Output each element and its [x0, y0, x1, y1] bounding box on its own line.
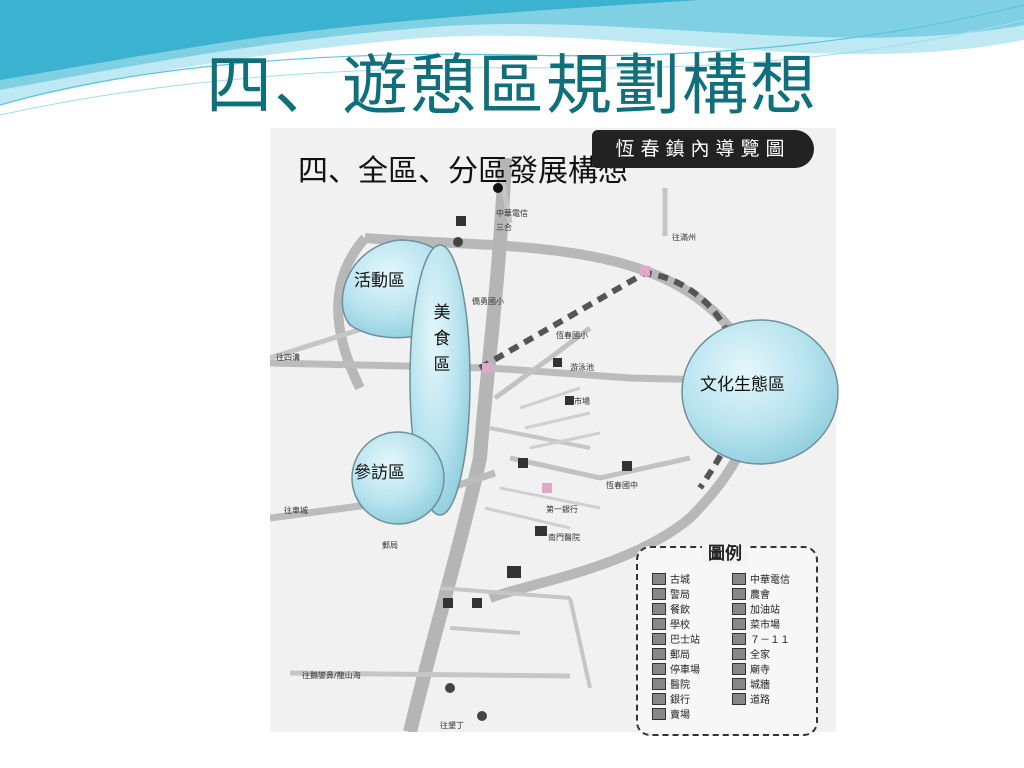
map-label-ping: 往四溝 [276, 353, 300, 362]
zone-activity-label: 活動區 [354, 271, 405, 291]
zone-food-label: 美 食 區 [428, 300, 456, 378]
map-legend [636, 546, 818, 736]
zone-food-char-2: 食 [433, 329, 451, 349]
legend-item: 警局 [652, 586, 690, 601]
legend-item: 古城 [652, 571, 690, 586]
legend-familymart-icon [732, 647, 746, 660]
zone-food-char-1: 美 [433, 303, 451, 323]
legend-item: 全家 [732, 646, 770, 661]
map-banner: 恆春鎮內導覽圖 [592, 130, 814, 168]
legend-hospital-icon [652, 677, 666, 690]
map-label-sanhe: 三合 [496, 223, 512, 232]
map-label-to-checheng: 往車城 [284, 506, 308, 515]
legend-parking-icon [652, 662, 666, 675]
legend-food-icon [652, 602, 666, 615]
slide-title: 四、遊憩區規劃構想 [206, 47, 818, 124]
map-label-market: 菜市場 [566, 397, 590, 406]
map-label-to-eluan: 往鵝鑾鼻/龍山海 [302, 671, 361, 680]
legend-road-icon [732, 692, 746, 705]
zone-food-char-3: 區 [433, 355, 451, 375]
legend-ancient-city-icon [652, 572, 666, 585]
legend-711-icon [732, 632, 746, 645]
map-label-hengchun-jh: 恆春國中 [606, 481, 638, 490]
legend-item: 加油站 [732, 601, 780, 616]
legend-item: 廟寺 [732, 661, 770, 676]
legend-item: 農會 [732, 586, 770, 601]
legend-title: 圖例 [642, 539, 808, 564]
legend-gas-icon [732, 602, 746, 615]
legend-temple-icon [732, 662, 746, 675]
zone-visit-label: 參訪區 [354, 463, 405, 483]
legend-bank-icon [652, 692, 666, 705]
header-wave-decoration [0, 0, 1024, 116]
legend-store-icon [652, 707, 666, 720]
legend-post-icon [652, 647, 666, 660]
visit-zone-shape [351, 431, 445, 525]
map-label-bank: 第一銀行 [546, 505, 578, 514]
map-label-hospital-south: 南門醫院 [548, 533, 580, 542]
map-label-telecom: 中華電信 [496, 209, 528, 218]
legend-item: 郵局 [652, 646, 690, 661]
slide-subtitle: 四、全區、分區發展構想 [298, 154, 628, 189]
map-label-to-manzhou: 往滿州 [672, 233, 696, 242]
legend-item: ７－１１ [732, 631, 790, 646]
legend-item: 餐飲 [652, 601, 690, 616]
legend-item: 道路 [732, 691, 770, 706]
legend-wall-icon [732, 677, 746, 690]
legend-school-icon [652, 617, 666, 630]
legend-farmers-icon [732, 587, 746, 600]
map-label-post: 郵局 [382, 541, 398, 550]
map-label-pool: 游泳池 [570, 363, 594, 372]
map-label-to-kenting: 往墾丁 [440, 721, 464, 730]
legend-bus-icon [652, 632, 666, 645]
zone-culture-label: 文化生態區 [700, 375, 785, 395]
legend-item: 中華電信 [732, 571, 790, 586]
legend-item: 賣場 [652, 706, 690, 721]
legend-market-icon [732, 617, 746, 630]
map-label-hengchun-elem: 恆春國小 [556, 331, 588, 340]
legend-item: 醫院 [652, 676, 690, 691]
culture-zone-shape [681, 319, 839, 465]
legend-item: 學校 [652, 616, 690, 631]
legend-telecom-icon [732, 572, 746, 585]
legend-police-icon [652, 587, 666, 600]
legend-item: 銀行 [652, 691, 690, 706]
legend-item: 巴士站 [652, 631, 700, 646]
legend-item: 菜市場 [732, 616, 780, 631]
map-label-school-small: 僑勇國小 [472, 297, 504, 306]
legend-item: 城牆 [732, 676, 770, 691]
legend-item: 停車場 [652, 661, 700, 676]
